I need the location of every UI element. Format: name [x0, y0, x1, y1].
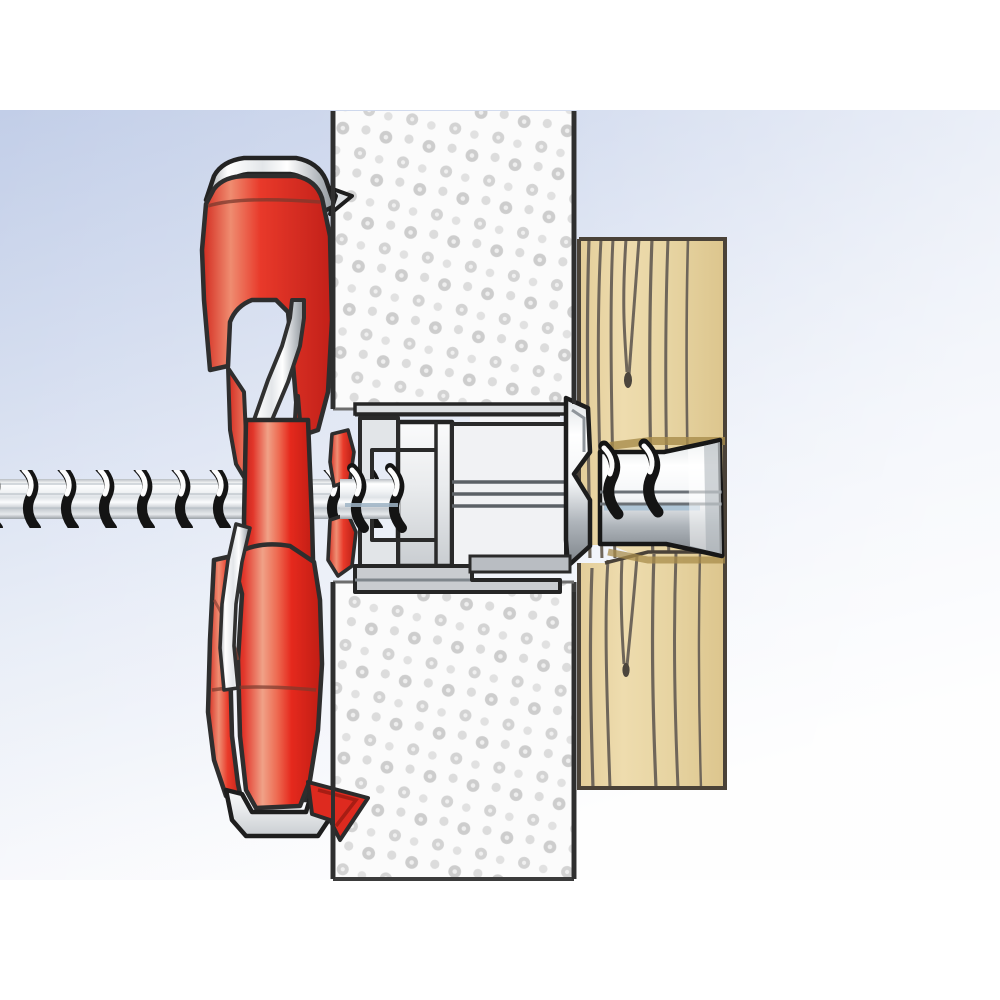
anchor-upper-seam: [207, 198, 321, 208]
nut-top-collar: [353, 402, 568, 416]
head-thread-turns: [598, 438, 664, 520]
nut-hex-boss: [395, 419, 455, 569]
timber-lower-grain: [588, 551, 703, 788]
timber-cut-shade-upper: [609, 437, 725, 450]
anchor-bottom-wing-shade: [317, 788, 359, 828]
board-upper-fill: [333, 111, 574, 409]
anchor-leg-lower: [218, 522, 252, 692]
anchor-cavity-nib-lower: [326, 512, 358, 578]
nut-hex-flats: [398, 448, 436, 542]
flange-shade: [571, 408, 586, 452]
timber-lower-outline: [577, 552, 727, 790]
edge-highlights: [331, 111, 576, 879]
connector-rod: [468, 554, 572, 574]
head-cone-shadow: [704, 442, 722, 554]
anchor-body: [199, 155, 370, 842]
expansion-nut: [353, 402, 572, 594]
head-cone-highlight: [688, 442, 722, 554]
screw-thread-at-nut: [347, 463, 407, 533]
anchor-lower-lobe: [229, 542, 325, 811]
anchor-cavity-nib-upper: [328, 428, 356, 488]
anchor-lower-seam: [211, 685, 317, 692]
anchor-head-flange: [563, 395, 593, 569]
nut-bore-lines: [452, 480, 572, 508]
timber-cut-shade-lower: [607, 548, 725, 564]
connector-rod-bar: [468, 554, 572, 574]
screw: [0, 470, 398, 528]
screw-mid: [340, 463, 407, 533]
timber-upper-outline: [579, 237, 727, 560]
wall-board: [330, 111, 577, 881]
board-lower-fill: [333, 581, 574, 879]
countersunk-head: [597, 437, 725, 559]
